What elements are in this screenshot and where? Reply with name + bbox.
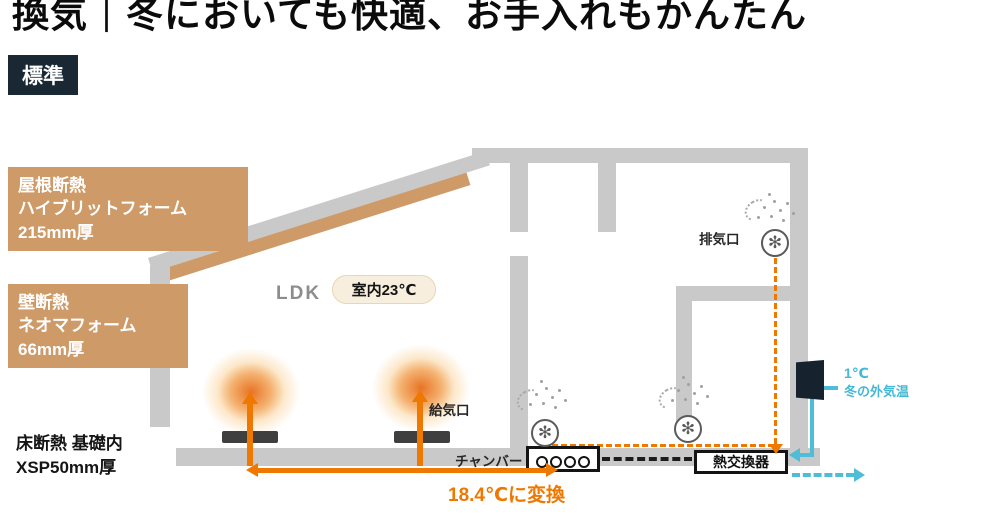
chamber-coil-icon [536,456,548,468]
roof-insulation-line1: 屋根断熱 [18,176,86,195]
wall-insulation-line2: ネオマフォーム [18,316,137,336]
outside-temp-text: 1℃ 冬の外気温 [844,364,909,400]
exhaust-duct-vertical [774,258,777,444]
return-fan-icon: ✻ [531,419,559,447]
outside-temp-value: 1℃ [844,365,869,381]
wall-insulation-line3: 66mm厚 [18,339,85,359]
outside-air-pipe-vertical [810,386,814,457]
exhaust-out-arrow-icon [854,468,865,482]
floor-insulation-line1: 床断熱 基礎内 [16,434,123,453]
floor-slab [150,448,820,466]
chamber-coil-icon [564,456,576,468]
outside-air-pipe-inlet [800,453,812,457]
exhaust-port-label: 排気口 [699,232,740,247]
outside-air-hood [796,360,824,400]
wall-interior-2 [598,158,616,232]
wall-interior-1-upper [510,158,528,232]
outside-air-label: 冬の外気温 [844,383,910,399]
air-swirl-icon [740,194,774,226]
wall-insulation-label: 壁断熱 ネオマフォーム 66mm厚 [8,284,188,369]
supply-airflow-arrow-icon [242,392,258,466]
chamber-label: チャンバー [455,454,523,469]
roof-insulation-line2: ハイブリットフォーム [18,199,188,219]
roof-flat [472,148,808,163]
cold-air-arrow-icon [789,448,800,462]
underfloor-spread-arrow-icon [246,463,558,477]
return-fan-icon: ✻ [674,415,702,443]
chamber-coil-icon [578,456,590,468]
wall-insulation-line1: 壁断熱 [18,293,69,312]
wall-interior-3 [676,301,692,423]
page-title: 換気｜冬においても快適、お手入れもかんたん [12,0,808,35]
floor-insulation-label: 床断熱 基礎内 XSP50mm厚 [8,427,176,485]
room-name: LDK [276,283,322,304]
roof-insulation-label: 屋根断熱 ハイブリットフォーム 215mm厚 [8,167,248,252]
floor-insulation-line2: XSP50mm厚 [16,457,117,477]
converted-temp-text: 18.4℃に変換 [448,485,565,506]
ceiling-right-room [676,286,790,301]
outside-air-pipe-top [812,386,838,390]
standard-badge: 標準 [8,55,78,95]
chamber-box [526,446,600,472]
wall-interior-1-lower [510,256,528,448]
roof-insulation-line3: 215mm厚 [18,222,94,242]
wall-right [790,148,808,450]
return-duct-horizontal [552,444,774,447]
air-particles-icon [684,398,687,401]
duct-arrow-down-icon [769,444,783,454]
exhaust-out-duct [792,473,854,477]
air-particles-icon [542,402,545,405]
exhaust-fan-icon: ✻ [761,229,789,257]
supply-port-label: 給気口 [429,403,470,418]
supply-airflow-arrow-icon [412,390,428,466]
room-temp-pill: 室内23℃ [332,275,436,304]
heat-exchanger-box: 熱交換器 [694,450,788,474]
air-particles-icon [770,215,773,218]
supply-duct-chamber-to-hx [602,457,692,461]
